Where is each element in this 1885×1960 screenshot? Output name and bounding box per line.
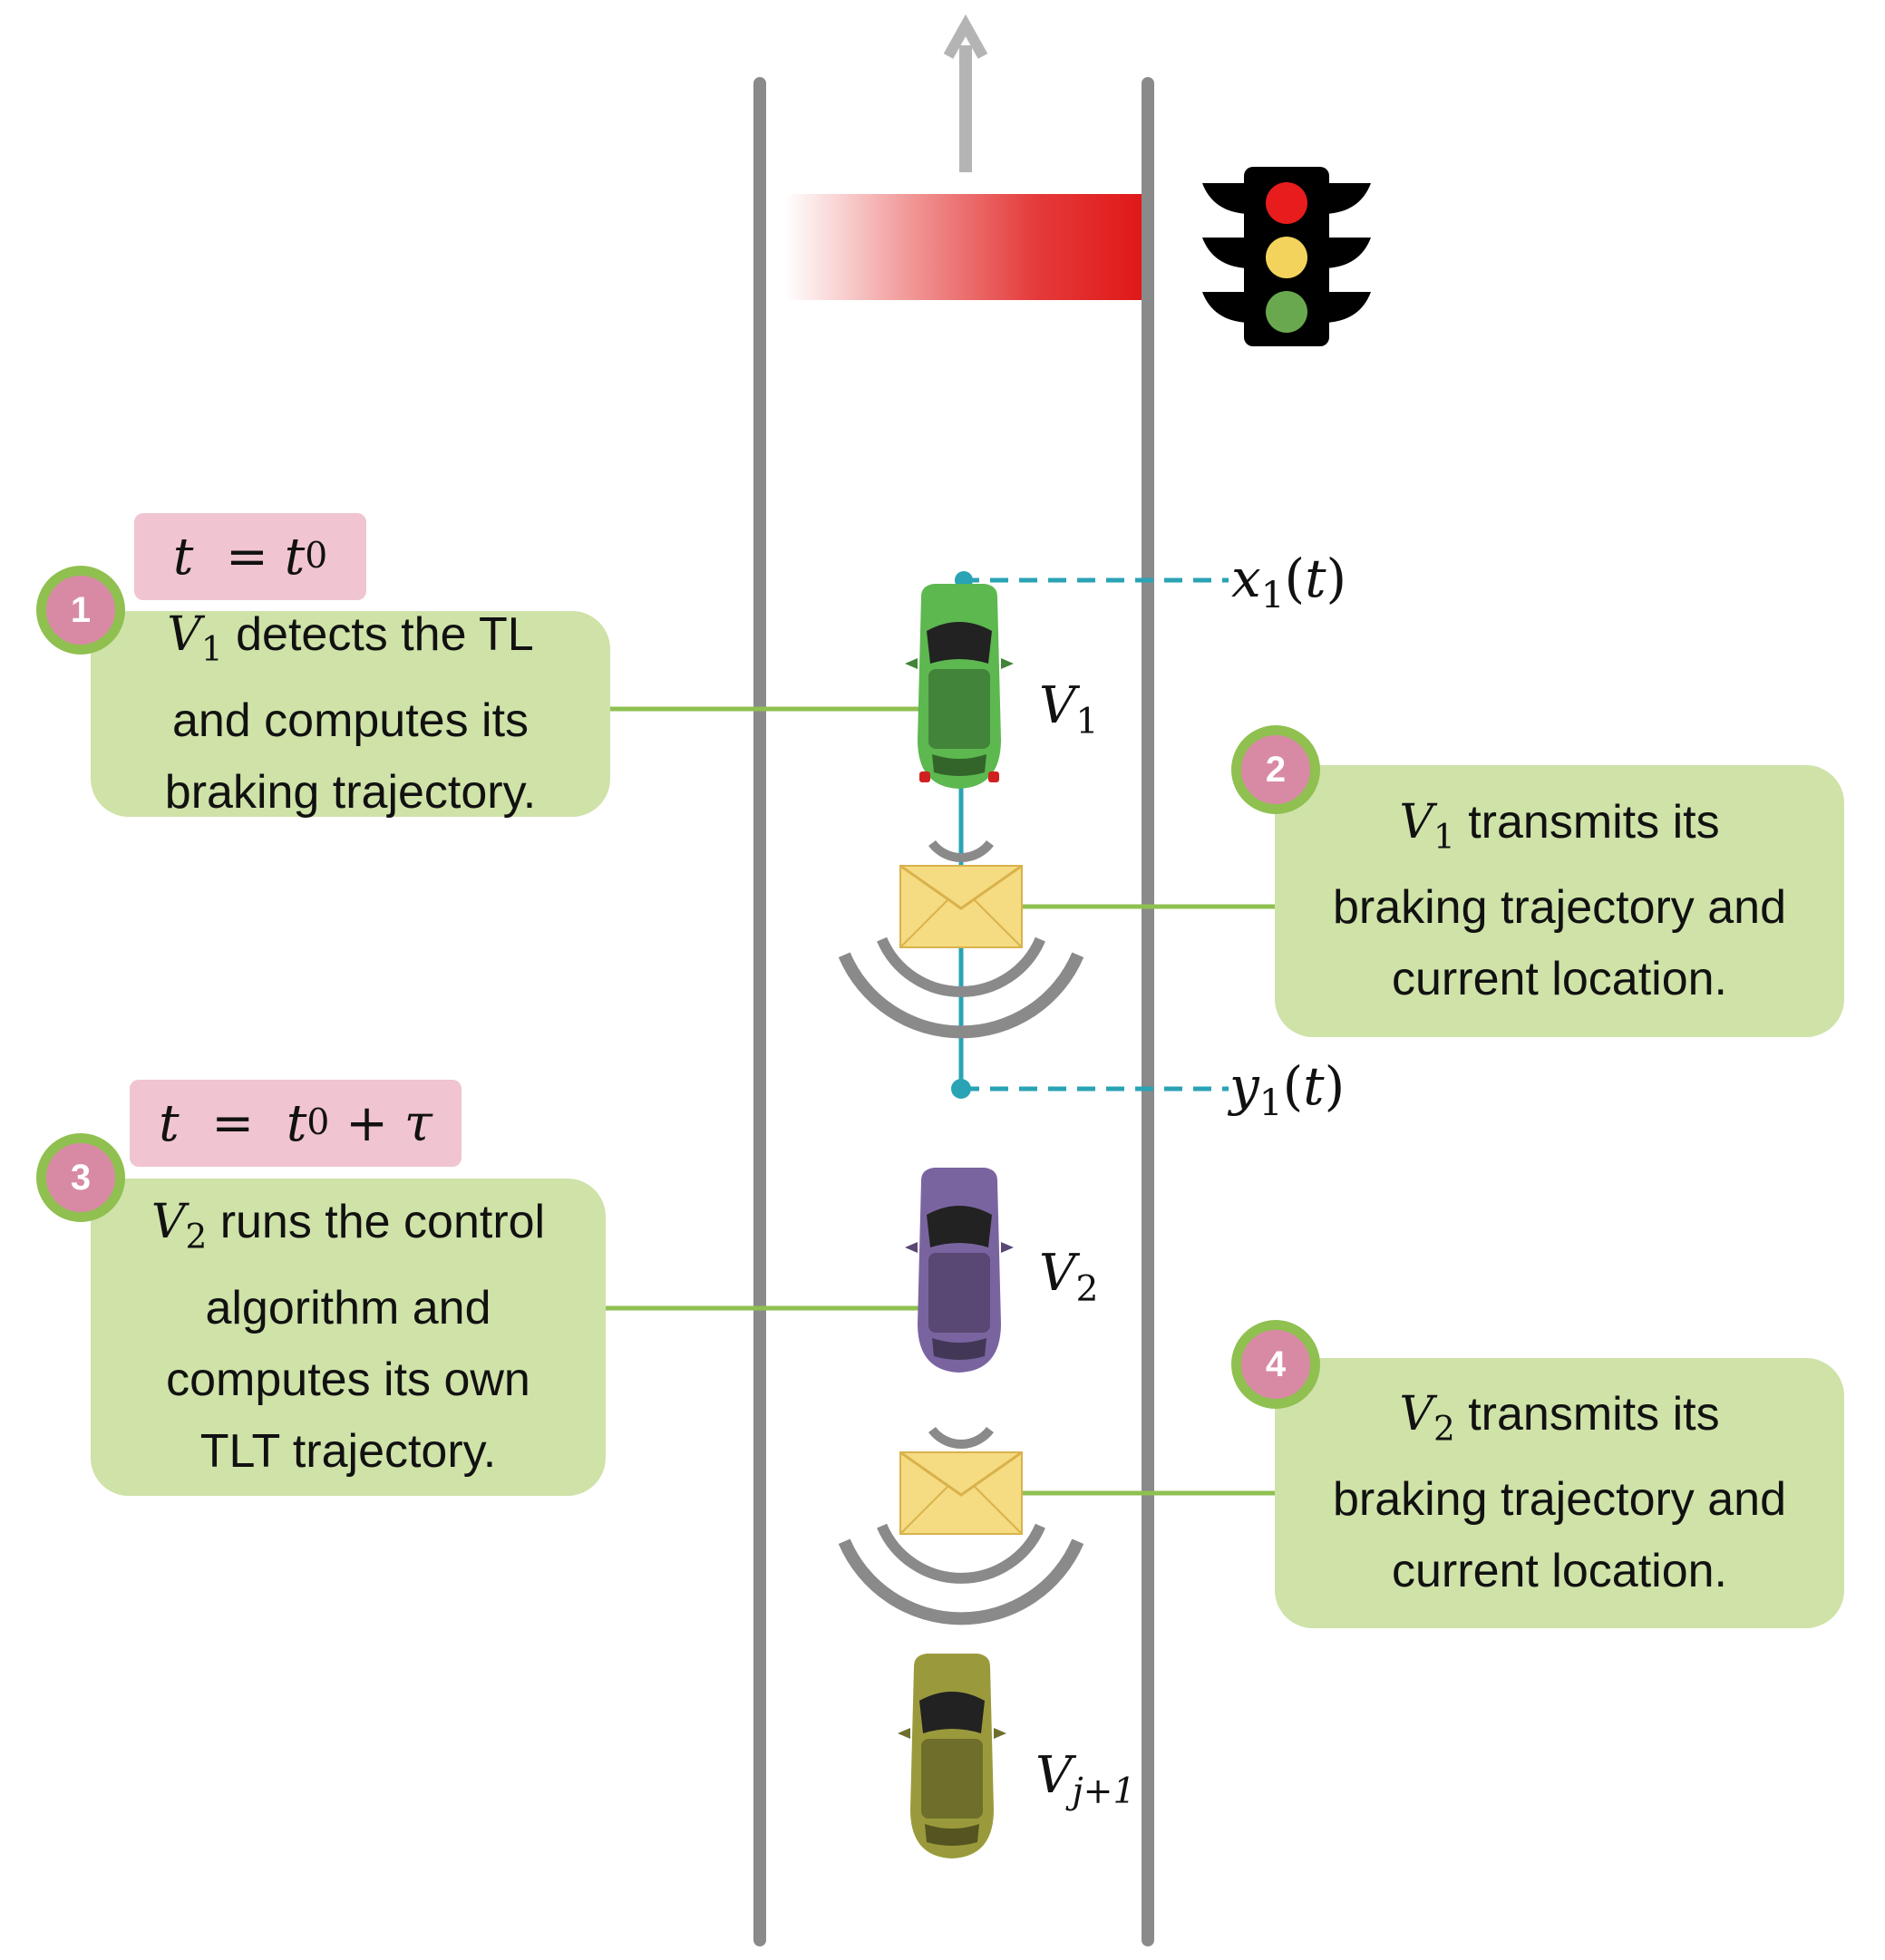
step-4-line-3: current location.: [1392, 1545, 1727, 1598]
connectors: [606, 701, 1275, 1501]
roof: [928, 669, 990, 749]
arrow-up-icon: [943, 14, 988, 172]
step-2-line-3: current location.: [1392, 953, 1727, 1006]
step-4-box: V2 transmits its braking trajectory and …: [1275, 1358, 1844, 1628]
step-1-line-2: and computes its: [171, 694, 530, 747]
step-4-badge: 4: [1231, 1320, 1320, 1409]
coordinate-label-y: y1(t): [1229, 1055, 1346, 1125]
step-3-line-2: algorithm and: [205, 1281, 491, 1334]
traffic-light-icon: [1202, 167, 1371, 346]
vehicle-label-v2: V2: [1039, 1244, 1099, 1310]
windshield: [927, 622, 992, 664]
signal-wave-icon: [928, 1426, 994, 1449]
car-icon-vj1: [898, 1654, 1006, 1858]
signal-wave-icon: [877, 1523, 1045, 1584]
windshield: [919, 1692, 985, 1733]
envelope-icon: [899, 864, 1023, 948]
envelope-icon: [899, 1451, 1023, 1535]
rear-window: [932, 754, 986, 776]
step-2-badge: 2: [1231, 725, 1320, 814]
signal-wave-icon: [838, 952, 1084, 1039]
step-2-line-1: V1 transmits its: [1399, 794, 1720, 857]
step-3-line-3: computes its own: [166, 1353, 530, 1406]
yellow-lamp: [1266, 237, 1307, 278]
vehicle-label-v1: V1: [1039, 676, 1099, 742]
car-icon-v2: [905, 1168, 1014, 1373]
step-3-line-1: V2 runs the control: [151, 1195, 546, 1257]
roof: [921, 1739, 983, 1819]
green-lamp: [1266, 291, 1307, 333]
step-3-badge: 3: [36, 1133, 125, 1222]
step-2-box: V1 transmits its braking trajectory and …: [1275, 765, 1844, 1037]
step-1-box: V1 detects the TL and computes its braki…: [91, 607, 610, 819]
step-1-badge: 1: [36, 566, 125, 655]
step-3-box: V2 runs the control algorithm and comput…: [91, 1179, 606, 1496]
vehicle-label-vj1: Vj+1: [1035, 1746, 1136, 1812]
step-4-line-2: braking trajectory and: [1332, 1473, 1787, 1527]
signal-wave-icon: [877, 936, 1045, 997]
step-1-line-1: V1 detects the TL: [167, 607, 534, 669]
step-4-line-1: V2 transmits its: [1399, 1386, 1720, 1449]
signal-wave-icon: [838, 1538, 1084, 1625]
roof: [928, 1253, 990, 1333]
coordinate-label-x: x1(t): [1231, 548, 1347, 617]
step-1-line-3: braking trajectory.: [164, 765, 537, 819]
car-icon-v1: [905, 584, 1014, 789]
rear-window: [932, 1338, 986, 1360]
windshield: [927, 1206, 992, 1247]
step-3-line-4: TLT trajectory.: [199, 1424, 497, 1478]
message-2: [838, 1426, 1084, 1625]
message-1: [838, 839, 1084, 1039]
step-2-line-2: braking trajectory and: [1332, 881, 1787, 935]
signal-wave-icon: [928, 839, 994, 862]
red-lamp: [1266, 182, 1307, 224]
stop-zone: [785, 194, 1142, 300]
rear-window: [925, 1824, 979, 1846]
